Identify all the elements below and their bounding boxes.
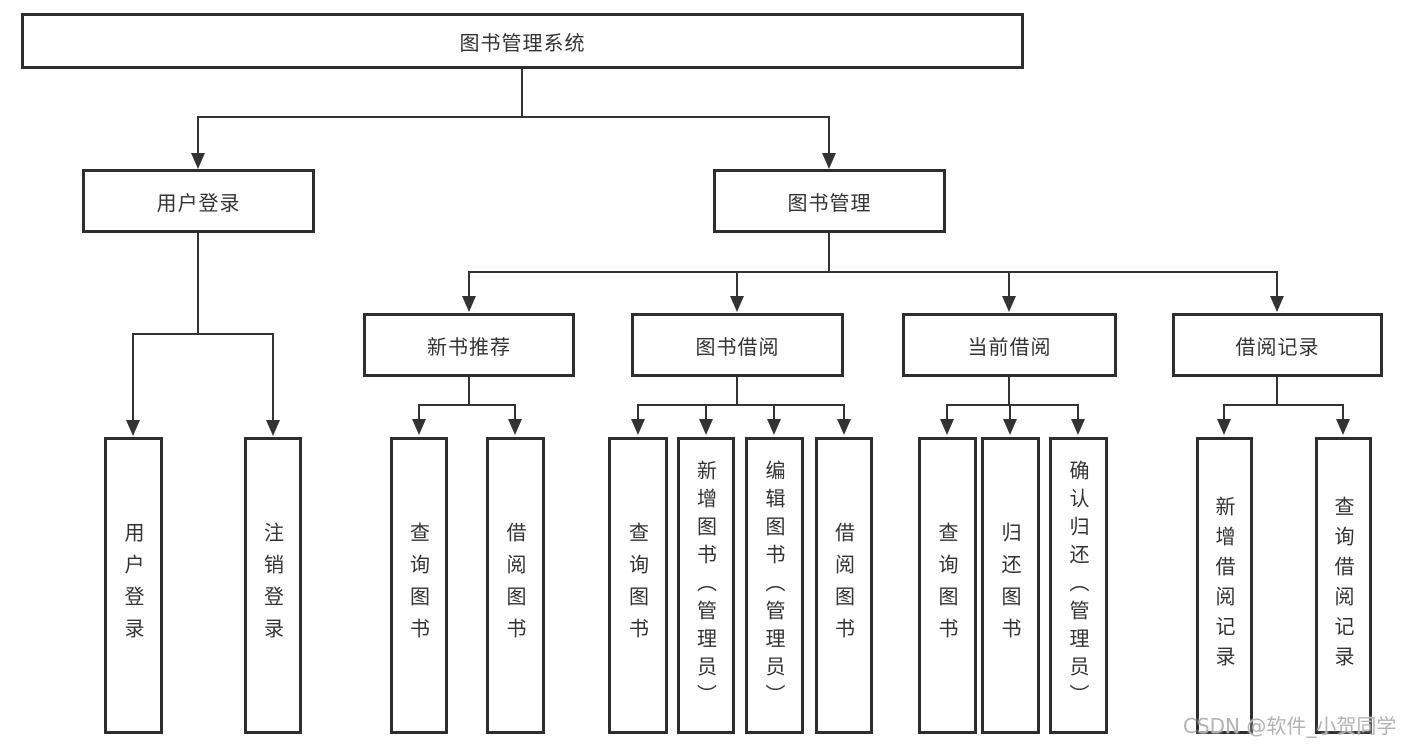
node-label: 借阅图书	[831, 521, 856, 650]
connector-line	[637, 404, 639, 421]
connector-line	[1276, 271, 1278, 298]
arrow-down-icon	[191, 153, 205, 169]
node-label: 新书推荐	[427, 334, 511, 359]
node-logout-leaf: 注销登录	[244, 437, 302, 734]
connector-line	[736, 375, 738, 406]
connector-line	[418, 404, 516, 406]
connector-line	[637, 404, 845, 406]
node-current-borrow: 当前借阅	[902, 313, 1117, 377]
node-label: 新增借阅记录	[1212, 495, 1236, 676]
connector-line	[468, 271, 1278, 273]
arrow-down-icon	[462, 296, 476, 312]
connector-line	[132, 333, 274, 335]
connector-line	[197, 116, 830, 118]
node-label: 借阅记录	[1235, 334, 1320, 359]
node-book-borrow: 图书借阅	[631, 313, 844, 377]
node-return-books-leaf: 归还图书	[981, 437, 1040, 734]
node-query-borrow-record-leaf: 查询借阅记录	[1315, 437, 1372, 734]
node-borrow-books-leaf: 借阅图书	[486, 437, 545, 734]
node-label: 查询图书	[935, 521, 959, 650]
node-label: 归还图书	[998, 521, 1022, 650]
node-confirm-return-admin-leaf: 确认归还（管理员）	[1049, 437, 1108, 734]
arrow-down-icon	[822, 153, 836, 169]
connector-line	[197, 116, 199, 155]
connector-line	[521, 67, 523, 116]
node-query-books-leaf: 查询图书	[608, 437, 668, 734]
connector-line	[1342, 404, 1344, 421]
csdn-watermark: CSDN @软件_小贺同学	[1183, 714, 1397, 738]
connector-line	[1008, 271, 1010, 298]
node-user-login-leaf: 用户登录	[104, 437, 163, 734]
connector-line	[946, 404, 948, 421]
arrow-down-icon	[631, 419, 645, 435]
arrow-down-icon	[837, 419, 851, 435]
connector-line	[132, 333, 134, 422]
connector-line	[946, 404, 1079, 406]
node-add-books-admin-leaf: 新增图书（管理员）	[677, 437, 735, 734]
node-borrow-books-leaf: 借阅图书	[815, 437, 873, 734]
node-query-books-leaf: 查询图书	[390, 437, 448, 734]
connector-line	[773, 404, 775, 421]
node-label: 借阅图书	[503, 521, 527, 650]
node-add-borrow-record-leaf: 新增借阅记录	[1196, 437, 1253, 734]
arrow-down-icon	[1270, 296, 1284, 312]
arrow-down-icon	[1217, 419, 1231, 435]
node-book-management: 图书管理	[713, 169, 946, 233]
connector-line	[843, 404, 845, 421]
connector-line	[1276, 375, 1278, 406]
arrow-down-icon	[1071, 419, 1085, 435]
arrow-down-icon	[126, 420, 140, 436]
connector-line	[468, 271, 470, 298]
connector-line	[514, 404, 516, 421]
arrow-down-icon	[1002, 296, 1016, 312]
node-label: 注销登录	[260, 521, 285, 650]
arrow-down-icon	[266, 420, 280, 436]
arrow-down-icon	[508, 419, 522, 435]
arrow-down-icon	[940, 419, 954, 435]
connector-line	[1008, 375, 1010, 406]
arrow-down-icon	[412, 419, 426, 435]
connector-line	[1223, 404, 1344, 406]
node-label: 用户登录	[156, 190, 241, 215]
arrow-down-icon	[730, 296, 744, 312]
node-label: 图书管理	[787, 190, 872, 215]
node-label: 编辑图书（管理员）	[762, 459, 786, 712]
arrow-down-icon	[1336, 419, 1350, 435]
connector-line	[1223, 404, 1225, 421]
node-label: 图书管理系统	[459, 30, 586, 55]
arrow-down-icon	[1003, 419, 1017, 435]
node-label: 新增图书（管理员）	[693, 459, 718, 712]
connector-line	[705, 404, 707, 421]
node-edit-books-admin-leaf: 编辑图书（管理员）	[745, 437, 804, 734]
connector-line	[272, 333, 274, 422]
node-borrow-records: 借阅记录	[1172, 313, 1383, 377]
connector-line	[197, 231, 199, 334]
arrow-down-icon	[699, 419, 713, 435]
connector-line	[418, 404, 420, 421]
connector-line	[736, 271, 738, 298]
connector-line	[828, 231, 830, 273]
node-label: 图书借阅	[695, 334, 780, 359]
node-label: 用户登录	[121, 521, 145, 650]
connector-line	[1077, 404, 1079, 421]
connector-line	[828, 116, 830, 155]
node-library-system: 图书管理系统	[21, 13, 1024, 69]
connector-line	[468, 375, 470, 406]
node-label: 查询借阅记录	[1331, 495, 1355, 676]
connector-line	[1009, 404, 1011, 421]
arrow-down-icon	[767, 419, 781, 435]
node-new-book-recommend: 新书推荐	[363, 313, 575, 377]
node-user-login: 用户登录	[82, 169, 315, 233]
node-label: 确认归还（管理员）	[1066, 459, 1090, 712]
node-query-books-leaf: 查询图书	[918, 437, 977, 734]
node-label: 查询图书	[406, 521, 431, 650]
node-label: 当前借阅	[967, 334, 1052, 359]
node-label: 查询图书	[625, 521, 650, 650]
